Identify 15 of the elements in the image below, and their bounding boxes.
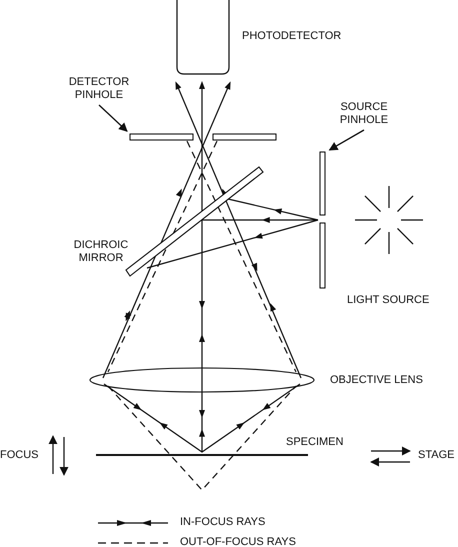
part-label: LIGHT SOURCE [347, 294, 430, 307]
pinhole-plate [130, 134, 276, 140]
leader-line [98, 104, 128, 132]
part-label: DETECTOR PINHOLE [68, 76, 130, 102]
legend-text: IN-FOCUS RAYS [180, 516, 266, 529]
part-label: DICHROIC MIRROR [72, 239, 130, 265]
part-label: PHOTODETECTOR [242, 30, 342, 43]
leader-line [328, 129, 364, 151]
part-label: SOURCE PINHOLE [338, 101, 390, 127]
part-label: OBJECTIVE LENS [330, 374, 423, 387]
legend-text: OUT-OF-FOCUS RAYS [180, 536, 296, 547]
part-label: STAGE [418, 449, 454, 462]
part-label: FOCUS [0, 449, 38, 462]
part-label: SPECIMEN [286, 436, 344, 449]
pinhole-plate [320, 152, 326, 288]
